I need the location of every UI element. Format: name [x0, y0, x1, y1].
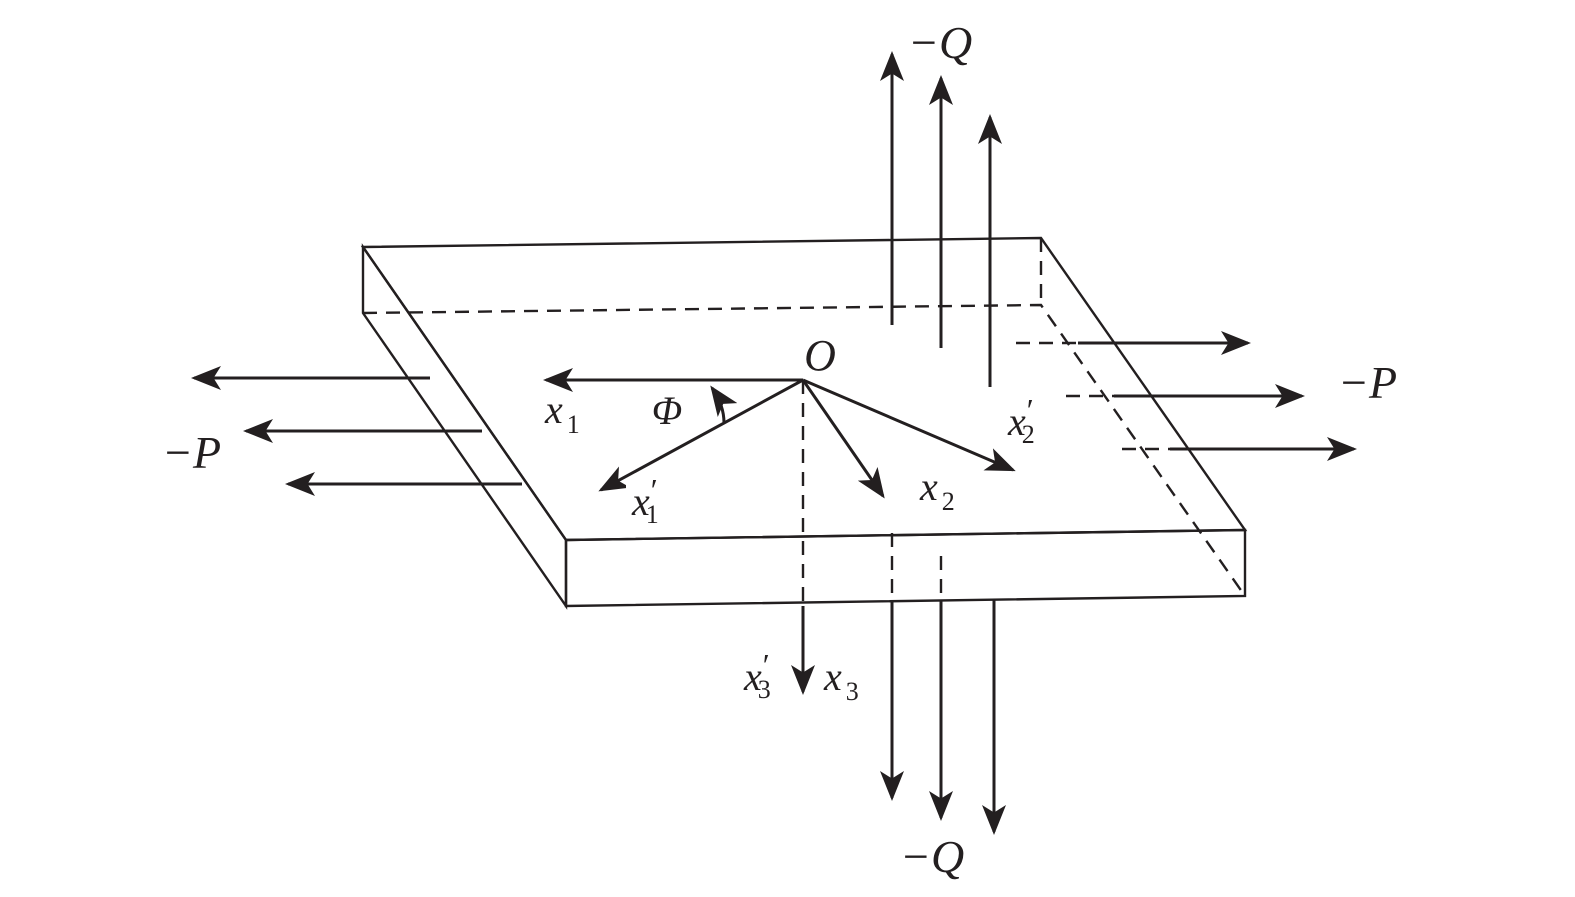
x3-label-base: x [823, 654, 842, 699]
p-right-label: −P [1338, 357, 1397, 408]
phi-label: Φ [652, 388, 682, 433]
x3-prime-label: x′3 [743, 647, 771, 704]
plate-left-side-face [361, 243, 568, 610]
x3-prime-label-base: x [743, 654, 762, 699]
x2-prime-label: x′2 [1007, 392, 1035, 449]
q-top-arrows [880, 51, 1002, 387]
coordinate-axes [543, 368, 1016, 695]
x2-prime-label-sub: 2 [1022, 420, 1035, 449]
plate [360, 236, 1248, 610]
q-bottom-label: −Q [900, 831, 964, 882]
phi-angle-arc [710, 385, 738, 424]
p-left-label: −P [162, 427, 221, 478]
q-top-label: −Q [908, 17, 972, 68]
x1-prime-label-base: x [631, 479, 650, 524]
x3-prime-label-sub: 3 [758, 675, 771, 704]
x1-prime-label-sub: 1 [646, 500, 659, 529]
x1-label-sub: 1 [567, 410, 580, 439]
x2-label-sub: 2 [942, 487, 955, 516]
origin-label: O [804, 331, 836, 380]
x1-label-base: x [544, 387, 563, 432]
p-left-arrows [191, 366, 522, 496]
x2-prime-axis [802, 378, 1016, 472]
x1-prime-label: x′1 [631, 472, 659, 529]
x3-prime-label-prime: ′ [761, 647, 769, 683]
p-right-arrows [1016, 331, 1357, 461]
x2-axis [801, 379, 885, 499]
plate-front-face [564, 528, 1247, 608]
x3-label-sub: 3 [846, 677, 859, 706]
plate-hidden-back-edge [362, 303, 1246, 597]
x2-prime-label-prime: ′ [1025, 392, 1033, 428]
q-bottom-arrows [880, 533, 1006, 835]
x1-prime-axis [598, 378, 804, 492]
x2-label-base: x [919, 464, 938, 509]
x2-prime-label-base: x [1007, 399, 1026, 444]
x1-prime-label-prime: ′ [649, 472, 657, 508]
